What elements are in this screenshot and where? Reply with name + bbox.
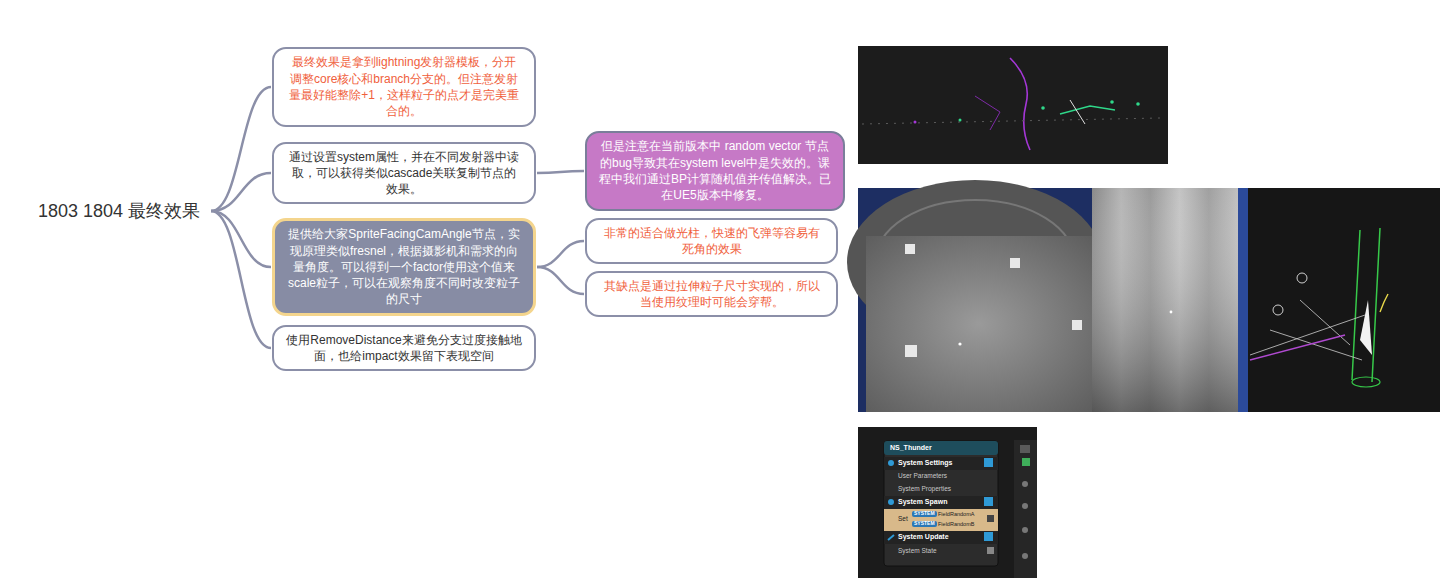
ui-label: NS_Thunder: [890, 444, 932, 452]
lightning-branch: [1060, 106, 1115, 114]
particle-dot: [1041, 106, 1045, 110]
ui-icon: [1020, 445, 1030, 453]
node-text: 但是注意在当前版本中 random vector 节点的bug导致其在syste…: [599, 138, 831, 203]
branch-connector: [211, 211, 271, 267]
ui-label: System Update: [898, 533, 949, 541]
debug-cube: [905, 345, 917, 357]
section-row: [884, 531, 998, 544]
screenshot-ground: [858, 46, 1168, 164]
particle-dot: [959, 119, 962, 122]
sprite-shade: [1092, 188, 1238, 412]
note-box: 其缺点是通过拉伸粒子尺寸实现的，所以当使用纹理时可能会穿帮。: [585, 271, 838, 318]
root-topic: 1803 1804 最终效果: [28, 193, 210, 229]
lightning-core: [1010, 58, 1030, 150]
gizmo-line: [1250, 300, 1365, 360]
particle-dot: [914, 121, 917, 124]
ui-label: System Spawn: [898, 498, 947, 506]
section-icon: [888, 460, 894, 466]
screenshot-system-panel: [858, 427, 1037, 578]
section-row: [884, 457, 998, 470]
ui-label: System State: [898, 547, 937, 554]
ui-icon: [1022, 503, 1028, 509]
emitter-line: [862, 118, 1160, 124]
ui-icon: [1022, 527, 1028, 533]
add-button: [984, 497, 993, 506]
ui-icon: [1022, 458, 1030, 466]
ui-label: SYSTEM: [912, 521, 937, 527]
ui-icon: [1022, 481, 1028, 487]
add-button: [984, 458, 993, 467]
checkbox: [987, 515, 994, 522]
screenshot-ground: [858, 427, 1037, 578]
beam-outline: [1352, 228, 1380, 382]
lightning-branch: [975, 96, 1000, 130]
ui-label: SYSTEM: [912, 511, 937, 517]
gizmo-line: [1250, 335, 1345, 360]
highlight-box: 提供给大家SpriteFacingCamAngle节点，实现原理类似fresne…: [272, 218, 536, 316]
branch-connector: [537, 267, 584, 294]
debug-cube: [1072, 320, 1082, 330]
gizmo-ring: [1297, 273, 1307, 283]
ui-label: FieldRandomB: [938, 521, 974, 527]
stretched-sprite: [1092, 188, 1238, 412]
beam-outline: [1352, 377, 1380, 387]
side-panel: [1014, 440, 1037, 578]
ui-label: System Settings: [898, 459, 952, 467]
section-row: [884, 496, 998, 509]
node-header: [884, 441, 998, 455]
screenshot-ground: [1238, 188, 1440, 412]
branch-box: 最终效果是拿到lightning发射器模板，分开调整core核心和branch分…: [272, 47, 536, 126]
branch-box: 通过设置system属性，并在不同发射器中读取，可以获得类似cascade关联复…: [272, 142, 536, 205]
particle-dot: [1136, 102, 1140, 106]
branch-box: 使用RemoveDistance来避免分支过度接触地面，也给impact效果留下…: [272, 325, 536, 372]
ui-label: User Parameters: [898, 472, 947, 479]
particle-dot: [1110, 100, 1114, 104]
ui-label: FieldRandomA: [938, 511, 974, 517]
branch-connector: [211, 87, 271, 211]
smoke-sprite: [866, 236, 1092, 412]
note-box: 非常的适合做光柱，快速的飞弹等容易有死角的效果: [585, 218, 838, 265]
debug-cube: [905, 244, 915, 254]
node-text: 使用RemoveDistance来避免分支过度接触地面，也给impact效果留下…: [286, 332, 522, 365]
node-text: 提供给大家SpriteFacingCamAngle节点，实现原理类似fresne…: [287, 226, 521, 308]
particle-dot: [1170, 311, 1173, 314]
node-text: 最终效果是拿到lightning发射器模板，分开调整core核心和branch分…: [286, 54, 522, 119]
screenshot-facing: [847, 180, 1440, 412]
section-icon: [888, 535, 894, 540]
branch-connector: [537, 171, 584, 173]
system-node: [884, 441, 998, 566]
screenshot-lightning: [858, 46, 1168, 164]
ui-icon: [1022, 553, 1028, 559]
beam-core: [1360, 300, 1372, 355]
checkbox: [987, 547, 994, 554]
node-text: 非常的适合做光柱，快速的飞弹等容易有死角的效果: [599, 225, 824, 258]
ui-label: Set: [898, 515, 908, 522]
branch-connector: [537, 241, 584, 267]
particle-dot: [958, 342, 961, 345]
gizmo-mark: [1380, 294, 1388, 312]
gizmo-ring: [1273, 305, 1283, 315]
gizmo-line: [1070, 100, 1085, 124]
node-text: 1803 1804 最终效果: [38, 199, 200, 223]
branch-connector: [211, 211, 271, 348]
section-icon: [888, 499, 894, 505]
branch-connector: [211, 173, 271, 211]
node-text: 通过设置system属性，并在不同发射器中读取，可以获得类似cascade关联复…: [286, 149, 522, 198]
set-row: [884, 509, 998, 531]
viewport-edge: [1238, 188, 1248, 412]
add-button: [984, 532, 993, 541]
debug-cube: [1010, 258, 1020, 268]
node-text: 其缺点是通过拉伸粒子尺寸实现的，所以当使用纹理时可能会穿帮。: [599, 278, 824, 311]
note-box: 但是注意在当前版本中 random vector 节点的bug导致其在syste…: [585, 131, 845, 210]
ui-label: System Properties: [898, 485, 951, 492]
